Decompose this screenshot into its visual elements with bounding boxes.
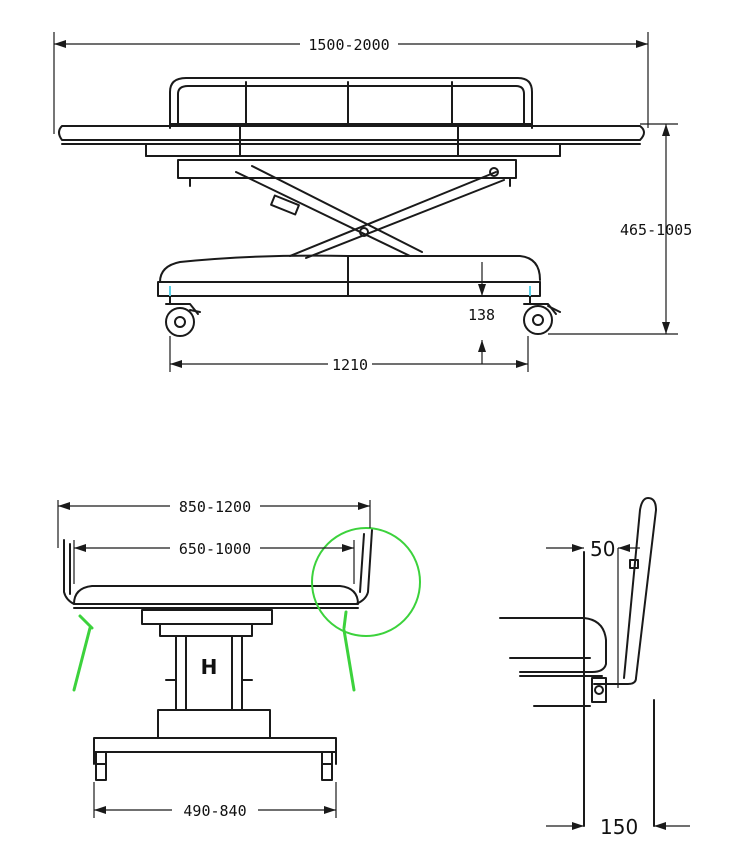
front-rails (63, 529, 373, 605)
column-mark: H (201, 655, 218, 679)
wheelbase-dimension: 1210 (169, 336, 529, 374)
outer-width-label: 850-1200 (179, 498, 251, 516)
base-width-dimension: 490-840 (93, 782, 337, 820)
highlight-circle (311, 527, 421, 637)
depth-dimension: 150 (546, 815, 690, 839)
front-tabletop (73, 585, 359, 637)
height-dimension: 465-1005 (548, 123, 692, 335)
left-caster (165, 303, 201, 337)
front-view: H 850-1 (57, 496, 421, 820)
lift-column: H (157, 635, 271, 739)
rail-offset-label: 50 (590, 537, 615, 561)
tabletop (58, 125, 645, 157)
inner-width-label: 650-1000 (179, 540, 251, 558)
scissor-lift (235, 165, 505, 259)
base (157, 254, 541, 305)
base-width-label: 490-840 (183, 802, 246, 820)
upper-frame (177, 159, 517, 187)
wheelbase-label: 1210 (332, 356, 368, 374)
length-label: 1500-2000 (308, 36, 389, 54)
inner-width-dimension: 650-1000 (73, 538, 355, 584)
folded-rail-left (72, 614, 94, 692)
side-view: 1500-2000 465-1005 138 1210 (53, 32, 692, 374)
rail-offset-dimension: 50 (546, 537, 640, 561)
length-dimension: 1500-2000 (53, 32, 649, 134)
height-label: 465-1005 (620, 221, 692, 239)
front-base (93, 737, 337, 781)
right-caster (523, 303, 561, 335)
clearance-label: 138 (468, 306, 495, 324)
outer-width-dimension: 850-1200 (57, 496, 371, 548)
clearance-dimension: 138 (468, 262, 500, 364)
rail-detail: 50 150 (499, 497, 690, 839)
side-rail (169, 77, 533, 129)
depth-label: 150 (600, 815, 638, 839)
folded-rail-right (342, 610, 356, 692)
